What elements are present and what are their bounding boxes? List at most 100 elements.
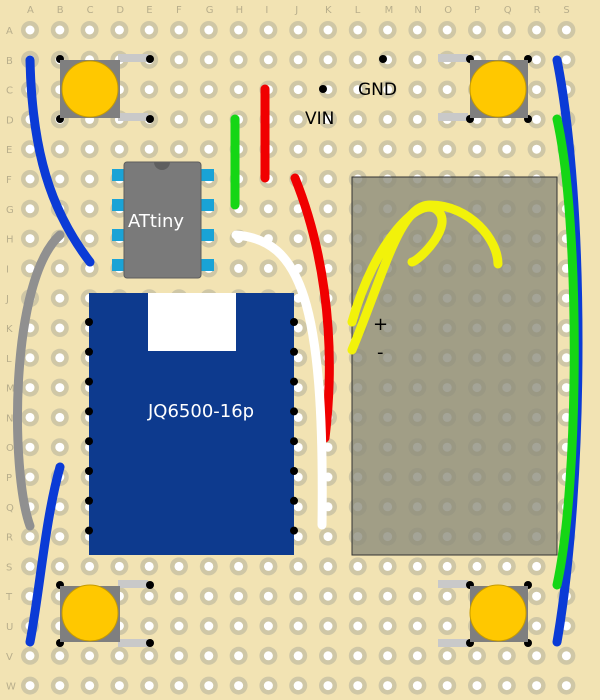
hole — [234, 561, 244, 571]
hole — [293, 532, 303, 542]
hole — [263, 561, 273, 571]
wire-green-right — [552, 114, 579, 590]
hole — [293, 621, 303, 631]
column-label: A — [27, 5, 34, 16]
hole — [532, 681, 542, 691]
hole — [323, 234, 333, 244]
hole — [442, 85, 452, 95]
push-button-bottom-right — [438, 580, 532, 647]
hole — [561, 353, 571, 363]
hole — [383, 681, 393, 691]
module-pin — [290, 526, 298, 535]
hole — [234, 25, 244, 35]
hole — [442, 681, 452, 691]
hole — [55, 561, 65, 571]
row-label: M — [6, 384, 15, 395]
hole — [383, 561, 393, 571]
module-pin — [85, 347, 93, 356]
column-label: L — [355, 5, 361, 16]
hole — [472, 561, 482, 571]
wires — [13, 55, 583, 647]
module-pin — [290, 377, 298, 386]
hole — [323, 532, 333, 542]
hole — [55, 323, 65, 333]
hole — [293, 442, 303, 452]
hole — [85, 263, 95, 273]
hole — [114, 561, 124, 571]
hole — [293, 561, 303, 571]
speaker-minus-label: - — [377, 342, 384, 363]
hole — [55, 293, 65, 303]
hole — [353, 144, 363, 154]
hole — [25, 681, 35, 691]
hole — [85, 174, 95, 184]
hole — [442, 621, 452, 631]
hole — [55, 144, 65, 154]
hole — [25, 263, 35, 273]
hole — [383, 25, 393, 35]
hole — [174, 621, 184, 631]
column-label: N — [414, 5, 421, 16]
attiny-label: ATtiny — [128, 211, 184, 232]
column-label: Q — [504, 5, 512, 16]
wire-white — [231, 230, 327, 530]
module-pin — [290, 347, 298, 356]
hole — [234, 591, 244, 601]
hole — [85, 204, 95, 214]
hole — [412, 591, 422, 601]
hole — [323, 621, 333, 631]
hole — [532, 561, 542, 571]
hole — [174, 561, 184, 571]
wire-blue-top-left — [25, 55, 95, 267]
hole — [85, 561, 95, 571]
hole — [383, 85, 393, 95]
hole — [174, 85, 184, 95]
vin-pin — [319, 85, 327, 93]
column-label: G — [206, 5, 214, 16]
hole — [263, 55, 273, 65]
hole — [55, 412, 65, 422]
vin-label: VIN — [305, 109, 334, 129]
column-label: R — [534, 5, 541, 16]
hole — [25, 532, 35, 542]
hole — [561, 651, 571, 661]
hole — [532, 621, 542, 631]
hole — [412, 621, 422, 631]
hole — [442, 561, 452, 571]
column-label: B — [57, 5, 64, 16]
hole — [144, 85, 154, 95]
module-pin — [85, 377, 93, 386]
hole — [55, 383, 65, 393]
wire-blue-bottom-left — [25, 462, 65, 647]
module-pin — [85, 496, 93, 505]
hole — [502, 144, 512, 154]
gnd-label: GND — [358, 80, 397, 100]
hole — [412, 561, 422, 571]
hole — [144, 651, 154, 661]
hole — [85, 234, 95, 244]
hole — [174, 681, 184, 691]
hole — [204, 561, 214, 571]
hole — [353, 681, 363, 691]
hole — [174, 55, 184, 65]
hole — [293, 85, 303, 95]
hole — [204, 114, 214, 124]
module-pin — [290, 467, 298, 475]
row-label: H — [6, 235, 14, 246]
hole — [293, 323, 303, 333]
hole — [174, 651, 184, 661]
hole — [234, 85, 244, 95]
hole — [144, 621, 154, 631]
hole — [263, 25, 273, 35]
module-pin — [290, 318, 298, 326]
hole — [234, 55, 244, 65]
hole — [263, 204, 273, 214]
hole — [353, 591, 363, 601]
module-pins-right — [290, 318, 298, 535]
hole — [144, 144, 154, 154]
hole — [412, 85, 422, 95]
hole — [561, 293, 571, 303]
speaker: + - — [351, 176, 558, 556]
hole — [532, 591, 542, 601]
